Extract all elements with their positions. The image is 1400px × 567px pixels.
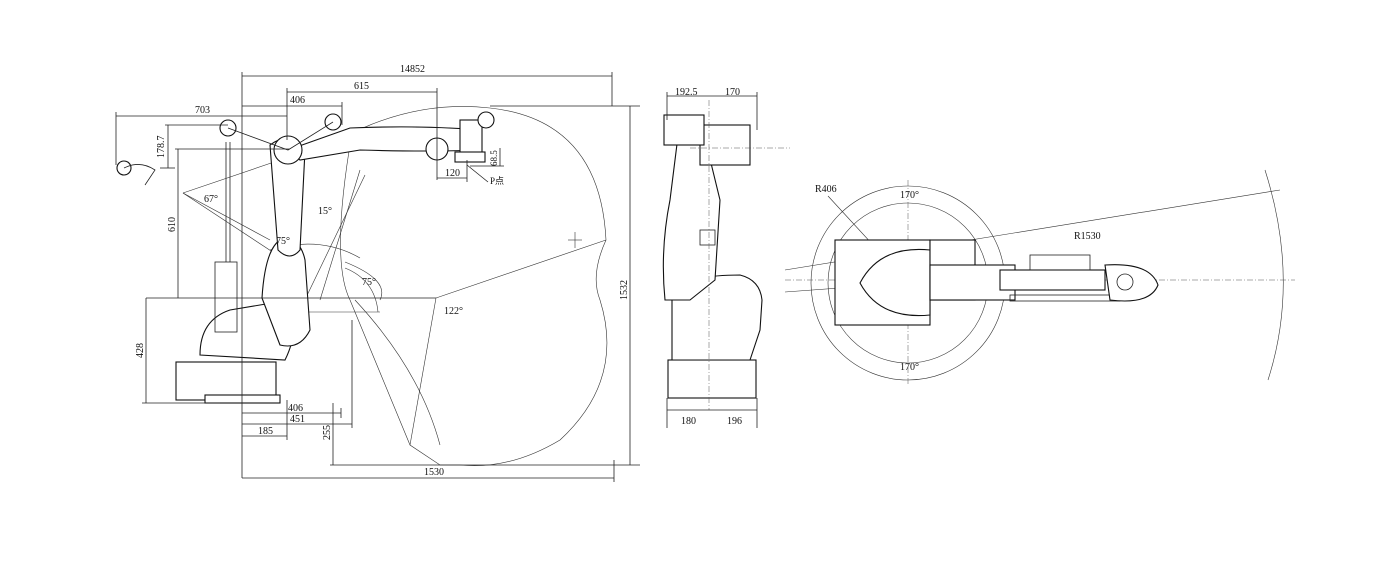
angle-75-upper: 75° [276, 236, 290, 247]
dim-615: 615 [354, 81, 369, 92]
dim-428: 428 [135, 343, 146, 358]
dim-14852: 14852 [400, 64, 425, 75]
dim-610: 610 [167, 217, 178, 232]
side-dimension-lines [115, 72, 640, 482]
angle-170-top: 170° [900, 190, 919, 201]
angle-170-bottom: 170° [900, 362, 919, 373]
dim-1532: 1532 [619, 280, 630, 300]
robot-top [834, 239, 1159, 326]
dim-406-top: 406 [290, 95, 305, 106]
angle-122: 122° [444, 306, 463, 317]
angle-75-lower: 75° [362, 277, 376, 288]
r1530-label: R1530 [1074, 231, 1101, 242]
dim-451: 451 [290, 414, 305, 425]
dim-703: 703 [195, 105, 210, 116]
dim-68-5: 68.5 [489, 150, 499, 166]
dim-180: 180 [681, 416, 696, 427]
r406-label: R406 [815, 184, 837, 195]
p-point-label: P点 [490, 176, 504, 186]
dim-170: 170 [725, 87, 740, 98]
dim-196: 196 [727, 416, 742, 427]
dim-192-5: 192.5 [675, 87, 698, 98]
side-view: 14852 615 406 703 178.7 610 68.5 120 P点 … [115, 64, 640, 482]
dim-255: 255 [322, 425, 333, 440]
robot-side [116, 111, 495, 404]
dim-178-7: 178.7 [156, 136, 167, 159]
robot-front [662, 114, 763, 399]
work-envelope [340, 106, 608, 466]
dim-406-bottom: 406 [288, 403, 303, 414]
top-view: R406 R1530 170° 170° [784, 169, 1295, 385]
angle-15: 15° [318, 206, 332, 217]
dim-1530: 1530 [424, 467, 444, 478]
angle-67: 67° [204, 194, 218, 205]
dim-185: 185 [258, 426, 273, 437]
front-view: 192.5 170 180 196 [662, 87, 790, 428]
dim-120: 120 [445, 168, 460, 179]
